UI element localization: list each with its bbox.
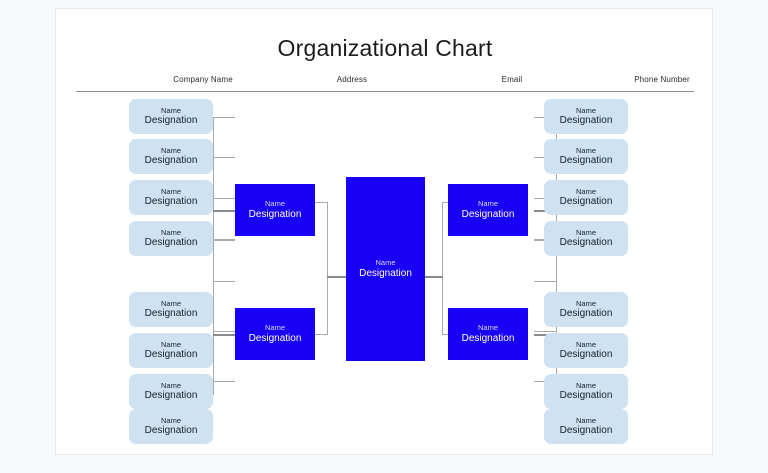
node-designation: Designation <box>248 332 302 344</box>
node-designation: Designation <box>559 237 613 249</box>
node-designation: Designation <box>559 196 613 208</box>
connector-spine-right-top <box>556 117 557 240</box>
list-item[interactable]: Name Designation <box>544 99 628 134</box>
node-name: Name <box>375 258 396 268</box>
connector-left-bottom-3 <box>213 331 235 332</box>
node-name: Name <box>575 380 596 390</box>
node-designation: Designation <box>461 332 515 344</box>
node-name: Name <box>160 415 181 425</box>
list-item[interactable]: Name Designation <box>129 409 213 444</box>
node-designation: Designation <box>559 425 613 437</box>
node-designation: Designation <box>144 155 198 167</box>
column-header-address: Address <box>336 75 368 84</box>
connector-right-bottom-3 <box>534 331 556 332</box>
connector-spine-left-bottom <box>213 240 214 395</box>
node-name: Name <box>160 186 181 196</box>
list-item[interactable]: Name Designation <box>544 180 628 215</box>
node-name: Name <box>575 298 596 308</box>
node-designation: Designation <box>144 115 198 127</box>
node-name: Name <box>160 298 181 308</box>
list-item[interactable]: Name Designation <box>129 139 213 174</box>
column-header-email: Email <box>501 75 523 84</box>
node-name: Name <box>264 199 285 209</box>
branch-node-right-top[interactable]: Name Designation <box>448 184 528 236</box>
node-name: Name <box>575 339 596 349</box>
node-name: Name <box>575 145 596 155</box>
connector-left-top-2 <box>213 157 235 158</box>
node-designation: Designation <box>144 237 198 249</box>
node-designation: Designation <box>144 196 198 208</box>
node-name: Name <box>575 415 596 425</box>
connector-left-top-trunk <box>213 210 235 212</box>
connector-spine-root-left <box>327 202 328 334</box>
node-name: Name <box>160 380 181 390</box>
connector-root-left-top <box>315 202 328 203</box>
root-node[interactable]: Name Designation <box>346 177 425 361</box>
node-designation: Designation <box>559 308 613 320</box>
node-designation: Designation <box>559 349 613 361</box>
branch-node-left-bottom[interactable]: Name Designation <box>235 308 315 360</box>
chart-card: Organizational Chart Company Name Addres… <box>55 8 713 455</box>
list-item[interactable]: Name Designation <box>544 409 628 444</box>
list-item[interactable]: Name Designation <box>129 221 213 256</box>
node-designation: Designation <box>144 425 198 437</box>
connector-right-bottom-2 <box>534 281 556 282</box>
connector-left-top-1 <box>213 117 235 118</box>
node-designation: Designation <box>144 390 198 402</box>
node-designation: Designation <box>144 349 198 361</box>
list-item[interactable]: Name Designation <box>129 333 213 368</box>
connector-left-bottom-2 <box>213 281 235 282</box>
connector-left-bottom-1 <box>213 240 235 241</box>
connector-left-bottom-trunk <box>213 334 235 336</box>
list-item[interactable]: Name Designation <box>544 333 628 368</box>
node-name: Name <box>575 186 596 196</box>
node-name: Name <box>477 323 498 333</box>
node-name: Name <box>575 105 596 115</box>
connector-spine-root-right <box>442 202 443 334</box>
node-designation: Designation <box>248 208 302 220</box>
node-name: Name <box>264 323 285 333</box>
node-name: Name <box>477 199 498 209</box>
list-item[interactable]: Name Designation <box>129 292 213 327</box>
list-item[interactable]: Name Designation <box>544 221 628 256</box>
node-name: Name <box>575 227 596 237</box>
connector-left-bottom-4 <box>213 381 235 382</box>
node-name: Name <box>160 227 181 237</box>
node-designation: Designation <box>559 115 613 127</box>
list-item[interactable]: Name Designation <box>129 180 213 215</box>
node-designation: Designation <box>559 155 613 167</box>
list-item[interactable]: Name Designation <box>544 292 628 327</box>
connector-root-left-trunk <box>327 276 346 278</box>
connector-root-left-bottom <box>315 334 328 335</box>
branch-node-left-top[interactable]: Name Designation <box>235 184 315 236</box>
node-name: Name <box>160 339 181 349</box>
node-designation: Designation <box>461 208 515 220</box>
branch-node-right-bottom[interactable]: Name Designation <box>448 308 528 360</box>
list-item[interactable]: Name Designation <box>129 374 213 409</box>
node-designation: Designation <box>359 267 412 279</box>
connector-left-top-4 <box>213 239 235 240</box>
node-designation: Designation <box>559 390 613 402</box>
node-designation: Designation <box>144 308 198 320</box>
header-divider <box>76 91 694 92</box>
connector-spine-left-top <box>213 117 214 240</box>
list-item[interactable]: Name Designation <box>129 99 213 134</box>
connector-root-right-trunk <box>425 276 443 278</box>
list-item[interactable]: Name Designation <box>544 374 628 409</box>
node-name: Name <box>160 105 181 115</box>
node-name: Name <box>160 145 181 155</box>
connector-left-top-3 <box>213 198 235 199</box>
column-header-phone-number: Phone Number <box>634 75 690 84</box>
list-item[interactable]: Name Designation <box>544 139 628 174</box>
column-header-company-name: Company Name <box>173 75 233 84</box>
page-title: Organizational Chart <box>277 35 493 61</box>
